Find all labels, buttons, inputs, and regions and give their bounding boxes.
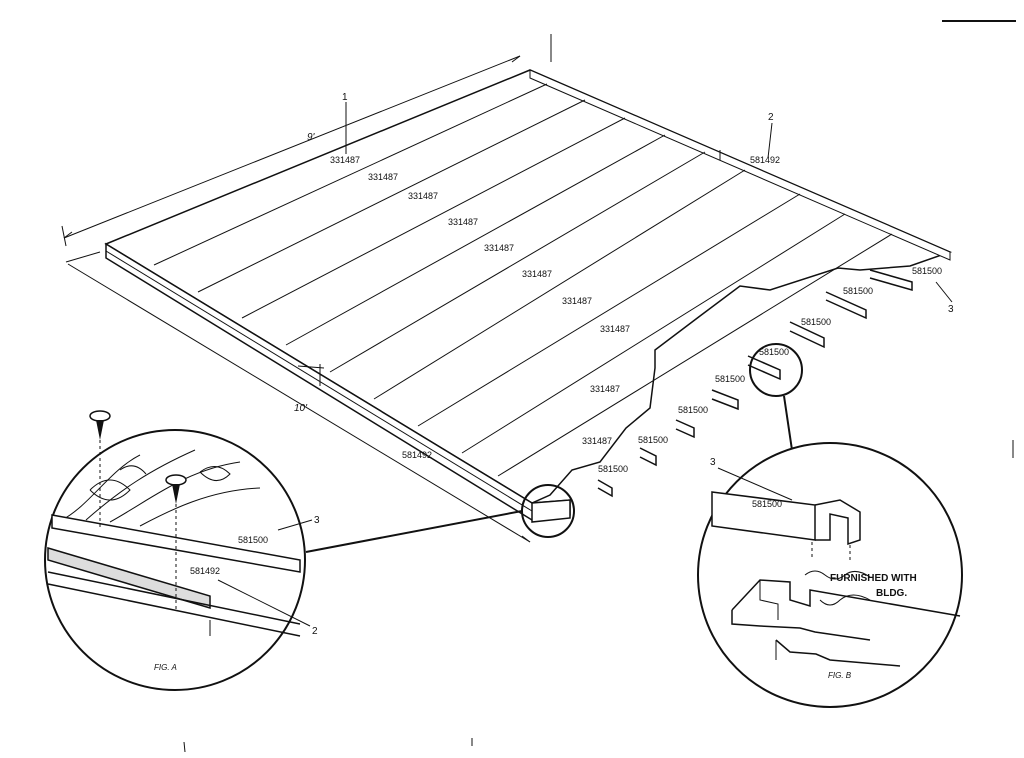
screw-icon <box>165 474 187 612</box>
fig-a-callout-3: 3 <box>314 515 320 526</box>
fig-b-note: BLDG. <box>876 588 907 599</box>
callout-3: 3 <box>948 304 954 315</box>
channel-label: 581500 <box>715 374 745 384</box>
fig-a-callout-2: 2 <box>312 626 318 637</box>
channel-label: 581500 <box>598 464 628 474</box>
fig-a-frame-label: 581492 <box>190 566 220 576</box>
channel-label: 581500 <box>801 317 831 327</box>
frame-channel-label: 581492 <box>750 155 780 165</box>
plank-label: 331487 <box>562 296 592 306</box>
floor-channels <box>597 269 913 498</box>
dimension-depth: 10' <box>65 251 531 543</box>
plank-labels: 331487 331487 331487 331487 331487 33148… <box>330 155 630 446</box>
depth-label: 10' <box>294 403 308 414</box>
dimension-width: 9' <box>61 55 521 247</box>
channel-label: 581500 <box>638 435 668 445</box>
detail-marker-b <box>749 343 803 397</box>
width-label: 9' <box>307 132 316 143</box>
frame-channel-label: 581492 <box>402 450 432 460</box>
floor-panel <box>104 69 953 523</box>
plank-label: 331487 <box>484 243 514 253</box>
fig-a-detail: 3 581500 581492 2 FIG. A <box>44 410 320 691</box>
fig-b-channel-label: 581500 <box>752 499 782 509</box>
plank-label: 331487 <box>522 269 552 279</box>
plank-label: 331487 <box>330 155 360 165</box>
plank-label: 331487 <box>408 191 438 201</box>
callout-2: 2 <box>768 112 774 123</box>
channel-labels: 581500 581500 581500 581500 581500 58150… <box>598 266 942 474</box>
fig-b-caption: FIG. B <box>828 671 852 680</box>
callout-1: 1 <box>342 92 348 103</box>
fig-a-channel-label: 581500 <box>238 535 268 545</box>
channel-label: 581500 <box>678 405 708 415</box>
plank-label: 331487 <box>590 384 620 394</box>
channel-label: 581500 <box>843 286 873 296</box>
fig-b-note: FURNISHED WITH <box>830 573 917 584</box>
fig-a-caption: FIG. A <box>154 663 177 672</box>
plank-label: 331487 <box>368 172 398 182</box>
screw-icon <box>89 410 111 530</box>
plank-label: 331487 <box>600 324 630 334</box>
plank-label: 331487 <box>582 436 612 446</box>
fig-b-detail: 3 581500 FURNISHED WITH BLDG. FIG. B <box>697 442 963 708</box>
plank-label: 331487 <box>448 217 478 227</box>
fig-b-callout-3: 3 <box>710 457 716 468</box>
channel-label: 581500 <box>912 266 942 276</box>
channel-label: 581500 <box>759 347 789 357</box>
